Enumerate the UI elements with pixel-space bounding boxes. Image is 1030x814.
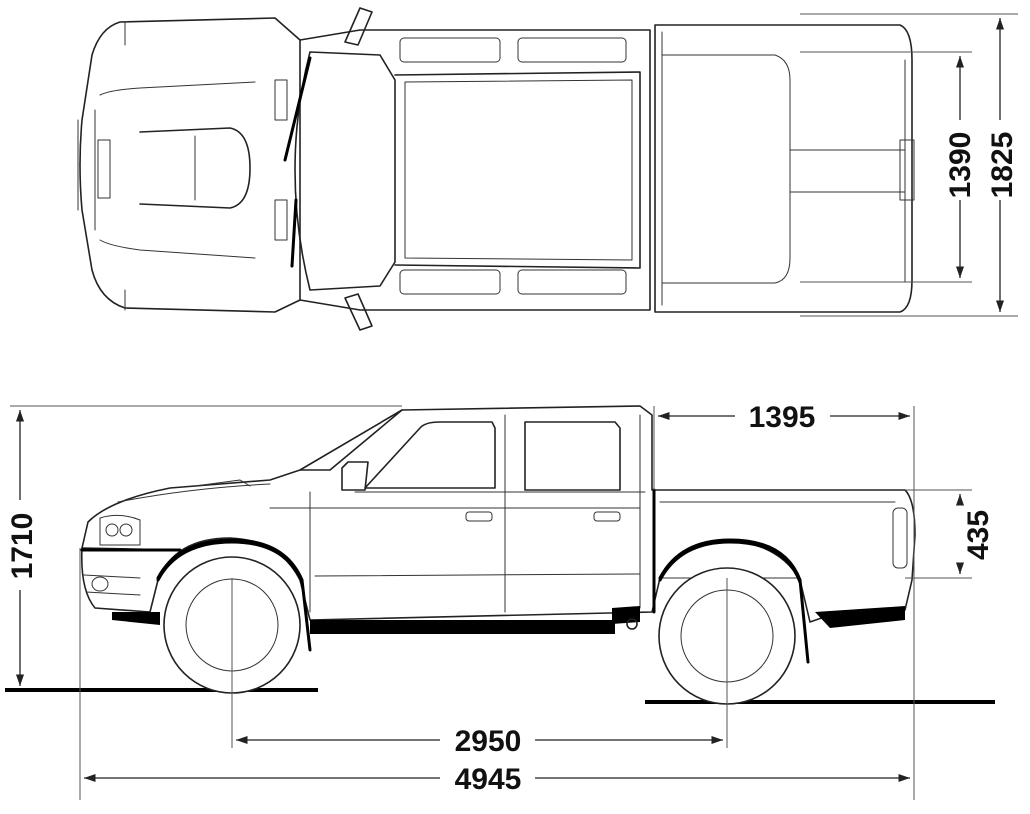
hood-scoop [139,127,251,209]
dim-track-label: 1390 [944,132,977,199]
dim-overall-width-label: 1825 [986,132,1019,199]
dim-wheelbase-label: 2950 [455,725,522,758]
top-view-hood-outline [79,17,301,313]
dim-bed-length-label: 1395 [749,401,816,434]
windshield [294,51,396,291]
side-mirror [341,461,369,491]
top-view-bed-outline [654,24,913,313]
side-view [5,405,995,705]
side-view-dimensions: 1710 1395 435 2950 4945 [6,401,995,800]
front-door-window [364,421,496,489]
dim-bed-height-label: 435 [962,510,995,560]
mirror-left-top [344,7,373,46]
dim-overall-length-label: 4945 [455,763,522,796]
dim-overall-height-label: 1710 [6,513,39,580]
rear-door-window [524,421,621,491]
mirror-right-top [344,293,373,331]
top-view [77,7,915,331]
top-view-dimensions: 1390 1825 [800,13,1019,317]
